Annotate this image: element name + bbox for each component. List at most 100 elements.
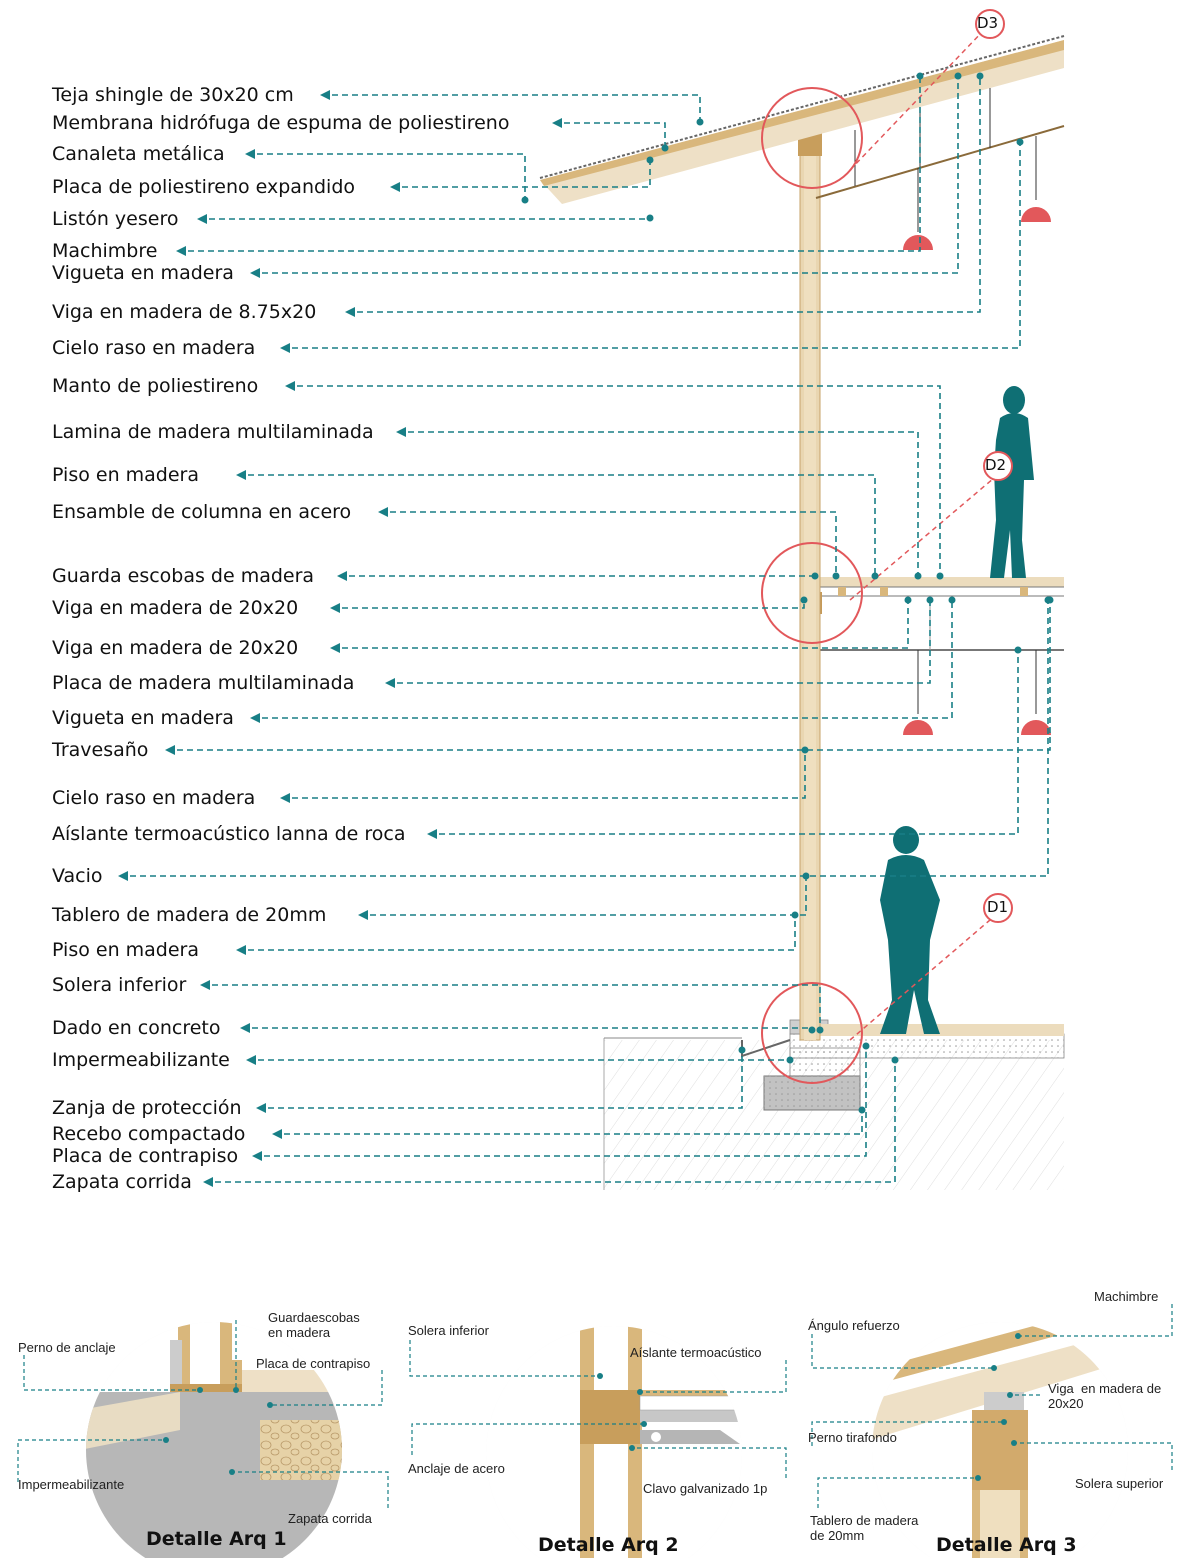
detail-leader-dot — [267, 1402, 273, 1408]
leader-dot — [738, 1046, 746, 1054]
leader-arrow — [246, 1055, 256, 1065]
leader-dot — [926, 596, 934, 604]
leader-arrow — [427, 829, 437, 839]
leader-line — [564, 122, 666, 148]
d1-perno-label: Perno de anclaje — [18, 1340, 116, 1355]
detail-1-title: Detalle Arq 1 — [146, 1528, 287, 1550]
leader-arrow — [240, 1023, 250, 1033]
leader-arrow — [250, 713, 260, 723]
leader-line — [390, 511, 837, 576]
person-figures — [880, 386, 1034, 1034]
leader-line — [215, 1060, 896, 1183]
section-label: Vigueta en madera — [52, 262, 234, 284]
leader-dot — [976, 72, 984, 80]
section-label: Lamina de madera multilaminada — [52, 421, 374, 443]
d1-imper-label: Impermeabilizante — [18, 1477, 125, 1492]
leader-line — [292, 142, 1021, 349]
section-label: Guarda escobas de madera — [52, 565, 315, 587]
leader-line — [248, 915, 796, 951]
detail-3-title: Detalle Arq 3 — [936, 1534, 1077, 1556]
leader-dot — [862, 1042, 870, 1050]
detail-leader-dot — [991, 1365, 997, 1371]
detail-leader-line — [270, 1370, 383, 1406]
leader-dot — [904, 596, 912, 604]
leader-line — [262, 600, 953, 719]
d3-angulo-label: Ángulo refuerzo — [808, 1318, 900, 1333]
section-label: Piso en madera — [52, 464, 200, 486]
section-label: Placa de contrapiso — [52, 1145, 239, 1167]
leader-arrow — [176, 246, 186, 256]
leader-arrow — [118, 871, 128, 881]
detail-leader-line — [811, 1421, 1004, 1446]
detail-leader-dot — [1007, 1392, 1013, 1398]
detail-leader-dot — [629, 1445, 635, 1451]
section-label: Travesaño — [52, 739, 149, 761]
leader-arrow — [390, 182, 400, 192]
section-label: Listón yesero — [52, 208, 179, 230]
d2-aislante-label: Aíslante termoacústico — [630, 1345, 762, 1360]
leader-arrow — [345, 307, 355, 317]
leader-line — [342, 600, 909, 649]
detail-3-drawing — [872, 1322, 1128, 1558]
leader-line — [332, 94, 701, 122]
section-label: Placa de poliestireno expandido — [52, 176, 356, 198]
leader-dot — [914, 572, 922, 580]
leader-arrow — [236, 945, 246, 955]
detail-leader-dot — [1015, 1333, 1021, 1339]
detail-leader-line — [411, 1423, 644, 1455]
section-label: Manto de poliestireno — [52, 375, 259, 397]
detail-leader-dot — [641, 1421, 647, 1427]
leader-line — [292, 750, 806, 799]
callout-d3: D3 — [977, 14, 999, 32]
d2-anclaje-label: Anclaje de acero — [408, 1461, 505, 1476]
detail-leader-line — [640, 1360, 787, 1393]
leader-dot — [646, 156, 654, 164]
leader-dot — [948, 596, 956, 604]
leader-arrow — [245, 149, 255, 159]
leader-dot — [786, 1056, 794, 1064]
callout-d2: D2 — [985, 456, 1007, 474]
callouts — [761, 9, 1013, 1084]
d1-zapata-label: Zapata corrida — [288, 1511, 372, 1526]
leader-lines — [118, 72, 1054, 1187]
leader-dot — [521, 196, 529, 204]
leader-line — [297, 385, 941, 576]
detail-leader-dot — [163, 1437, 169, 1443]
detail-leader-dot — [229, 1469, 235, 1475]
leader-line — [357, 76, 981, 313]
section-label: Tablero de madera de 20mm — [52, 904, 327, 926]
leader-dot — [800, 596, 808, 604]
leader-line — [264, 1046, 867, 1157]
leader-arrow — [200, 980, 210, 990]
d1-guarda-label: Guardaescobas en madera — [268, 1310, 360, 1340]
section-label: Viga en madera de 8.75x20 — [52, 301, 317, 323]
section-label: Impermeabilizante — [52, 1049, 230, 1071]
detail-leader-dot — [597, 1373, 603, 1379]
detail-leader-line — [232, 1471, 389, 1508]
lamps — [903, 136, 1051, 735]
detail-leader-line — [1014, 1442, 1173, 1470]
leader-dot — [1014, 646, 1022, 654]
leader-arrow — [236, 470, 246, 480]
leader-dot — [811, 572, 819, 580]
leader-line — [370, 876, 807, 916]
section-label: Recebo compactado — [52, 1123, 246, 1145]
leader-arrow — [378, 507, 388, 517]
section-label: Placa de madera multilaminada — [52, 672, 355, 694]
d3-solera-label: Solera superior — [1075, 1476, 1164, 1491]
detail-2-drawing — [486, 1326, 742, 1558]
leader-dot — [916, 72, 924, 80]
leader-line — [342, 600, 805, 609]
section-label: Solera inferior — [52, 974, 187, 996]
floor-slabs — [800, 577, 1064, 1036]
leader-dot — [832, 572, 840, 580]
section-label: Canaleta metálica — [52, 143, 225, 165]
d3-perno-label: Perno tirafondo — [808, 1430, 897, 1445]
leader-arrow — [358, 910, 368, 920]
section-label: Cielo raso en madera — [52, 337, 256, 359]
leader-dot — [816, 1026, 824, 1034]
leader-line — [212, 984, 821, 1030]
detail-leader-dot — [1001, 1419, 1007, 1425]
section-label: Viga en madera de 20x20 — [52, 637, 299, 659]
